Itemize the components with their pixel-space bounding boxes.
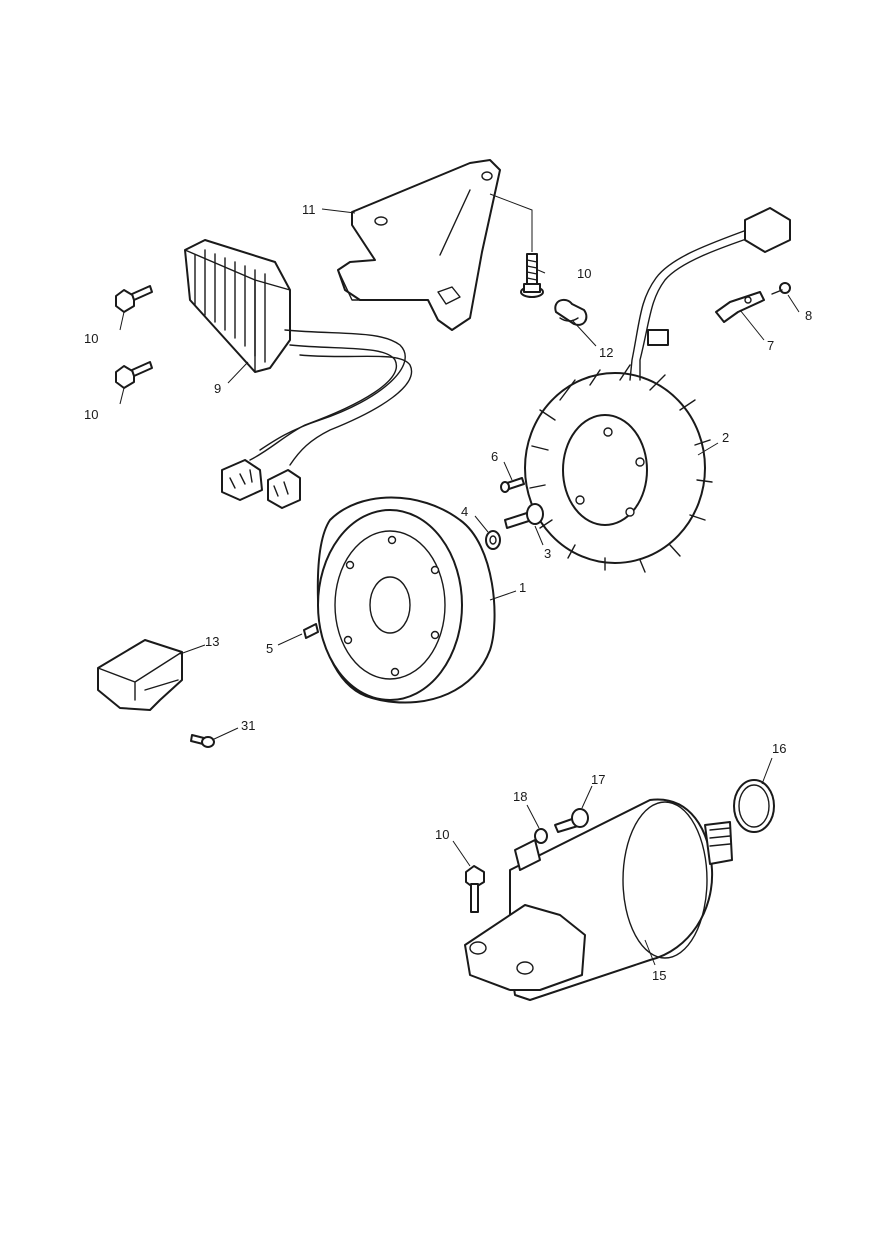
wire-guide-bracket	[715, 291, 765, 323]
washer	[485, 530, 501, 550]
woodruff-key	[303, 623, 319, 639]
regulator-rectifier	[184, 239, 413, 509]
callout-15: 15	[652, 968, 666, 983]
callout-10-starter-bolt: 10	[435, 827, 449, 842]
starter-motor	[464, 798, 733, 1001]
relay-screw	[190, 734, 215, 748]
starter-solenoid	[97, 639, 183, 711]
callout-1: 1	[519, 580, 526, 595]
callout-17: 17	[591, 772, 605, 787]
flange-bolt-lower	[115, 361, 153, 389]
callout-12: 12	[599, 345, 613, 360]
callout-6: 6	[491, 449, 498, 464]
flange-bolt-bracket	[520, 253, 544, 298]
callout-18: 18	[513, 789, 527, 804]
callout-10-upper: 10	[84, 331, 98, 346]
callout-8: 8	[805, 308, 812, 323]
terminal-bolt	[554, 808, 589, 833]
rotor-flywheel	[316, 496, 496, 704]
callout-9: 9	[214, 381, 221, 396]
small-screw	[771, 282, 791, 295]
callout-31: 31	[241, 718, 255, 733]
o-ring	[733, 779, 775, 833]
callout-11: 11	[302, 202, 316, 217]
rotor-bolt	[504, 503, 544, 529]
cable-clip	[554, 298, 588, 326]
flange-bolt-upper	[115, 285, 153, 313]
callout-3: 3	[544, 546, 551, 561]
callout-10-bracket-bolt: 10	[577, 266, 591, 281]
callout-5: 5	[266, 641, 273, 656]
starter-bolt	[465, 865, 485, 913]
stator-screw	[500, 477, 525, 493]
callout-7: 7	[767, 338, 774, 353]
callout-13: 13	[205, 634, 219, 649]
callout-10-lower: 10	[84, 407, 98, 422]
terminal-washer	[534, 828, 548, 844]
callout-16: 16	[772, 741, 786, 756]
alternator-stator	[524, 207, 791, 573]
callout-2: 2	[722, 430, 729, 445]
mounting-bracket	[337, 159, 501, 331]
callout-4: 4	[461, 504, 468, 519]
